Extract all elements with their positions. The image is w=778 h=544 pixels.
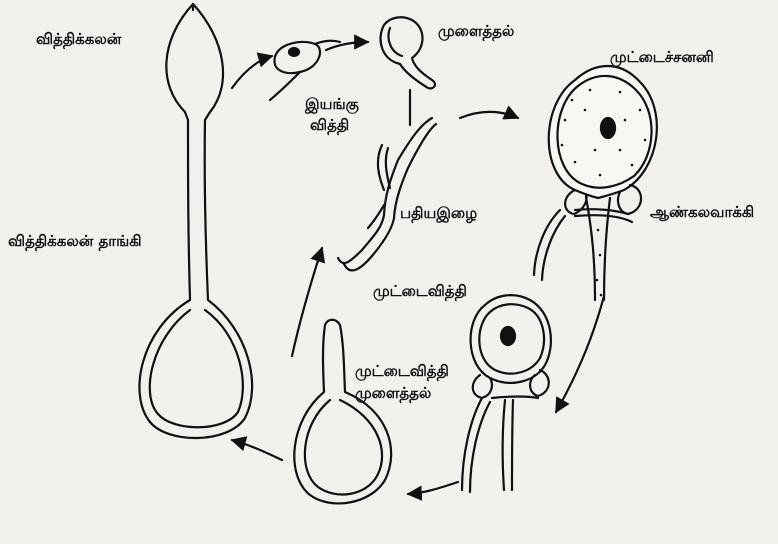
label-sporangium: வித்திக்கலன் — [36, 30, 121, 49]
label-oospore-germination-line2: முளைத்தல் — [355, 384, 431, 403]
oogonium-structure — [534, 66, 657, 300]
label-antheridium: ஆண்கலவாக்கி — [650, 203, 754, 222]
label-zoospore-line1: இயங்கு — [305, 95, 359, 114]
germinating-oospore — [294, 320, 391, 504]
label-oogonium: முட்டைச்சனனி — [610, 48, 714, 67]
sporangium-structure — [139, 4, 252, 438]
label-sporangiophore: வித்திக்கலன் தாங்கி — [8, 232, 142, 251]
label-oospore: முட்டைவித்தி — [373, 282, 467, 301]
label-germination: முளைத்தல் — [438, 22, 514, 41]
hyphae-structure — [338, 118, 436, 270]
cycle-arrows — [232, 42, 604, 494]
label-oospore-germination-line1: முட்டைவித்தி — [355, 362, 449, 381]
germinating-zoospore — [381, 17, 435, 125]
oospore-structure — [462, 295, 551, 492]
label-zoospore-line2: வித்தி — [310, 116, 349, 135]
label-hyphae: பதியஇழை — [400, 204, 477, 223]
